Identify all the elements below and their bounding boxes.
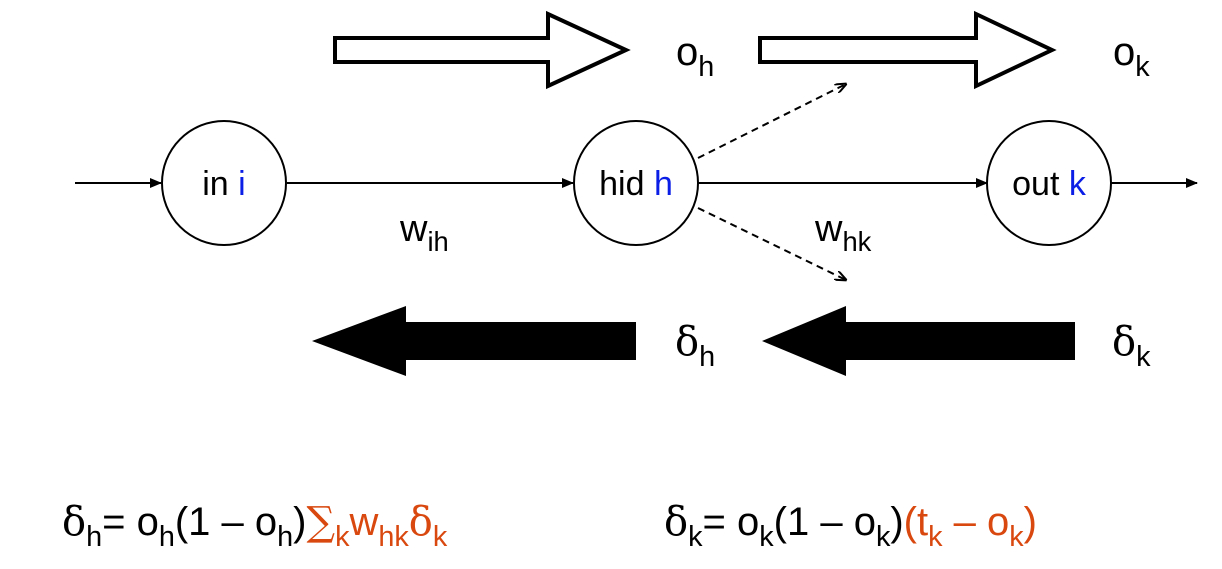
eq1-o: o xyxy=(136,500,159,544)
backward-arrow-hidden xyxy=(312,306,636,376)
ok-sub: k xyxy=(1135,50,1150,83)
input-node-var: i xyxy=(238,165,246,203)
weight-ih-sub: ih xyxy=(427,226,449,258)
delta-k-label: δk xyxy=(1112,319,1151,371)
eq1-equals: = xyxy=(102,500,126,544)
input-node xyxy=(161,120,287,246)
eq2-lhs-sub: k xyxy=(688,520,703,553)
eq2-o: o xyxy=(736,500,760,544)
eq1-lhs-sub: h xyxy=(86,520,103,553)
delta-h-base: δ xyxy=(675,319,700,365)
hidden-delta-equation: δh= oh(1 – oh)∑kwhkδk xyxy=(62,499,447,551)
hidden-node-prefix: hid xyxy=(599,165,645,203)
weight-hk-label: whk xyxy=(815,208,871,256)
hidden-node-var: h xyxy=(653,165,673,203)
eq2-close2: ) xyxy=(1023,500,1037,544)
eq2-o3-sub: k xyxy=(1009,520,1024,553)
eq1-o2: o xyxy=(254,500,278,544)
input-node-prefix: in xyxy=(202,165,229,203)
eq1-o-sub: h xyxy=(158,520,175,553)
weight-ih-label: wih xyxy=(400,208,449,256)
eq1-delta: δ xyxy=(408,499,433,545)
dashed-edge-down xyxy=(697,207,846,280)
dashed-edge-up xyxy=(697,84,846,159)
eq1-w-sub: hk xyxy=(378,520,409,553)
output-node xyxy=(986,120,1112,246)
eq2-o3: o xyxy=(987,500,1010,544)
delta-h-label: δh xyxy=(675,319,715,371)
eq1-lhs: δ xyxy=(62,499,87,545)
eq2-equals: = xyxy=(702,500,726,544)
eq1-delta-sub: k xyxy=(432,520,448,553)
weight-ih-base: w xyxy=(400,208,428,250)
eq1-mid: (1 – xyxy=(174,500,255,544)
output-node-label: out k xyxy=(989,167,1109,201)
forward-arrow-output xyxy=(758,10,1057,90)
eq1-sum-sub: k xyxy=(335,520,350,553)
delta-k-sub: k xyxy=(1136,340,1151,373)
eq2-open2: ( xyxy=(903,500,917,544)
output-node-prefix: out xyxy=(1012,165,1060,203)
eq2-o-sub: k xyxy=(759,520,774,553)
output-oh-label: oh xyxy=(676,30,714,81)
delta-k-base: δ xyxy=(1112,319,1137,365)
eq2-o2-sub: k xyxy=(875,520,891,553)
eq2-close: ) xyxy=(890,500,904,544)
eq1-o2-sub: h xyxy=(277,520,294,553)
hidden-node xyxy=(573,120,699,246)
eq1-sum: ∑ xyxy=(306,499,336,545)
weight-hk-sub: hk xyxy=(842,226,872,258)
eq2-o2: o xyxy=(853,500,876,544)
delta-h-sub: h xyxy=(699,340,716,373)
eq2-mid: (1 – xyxy=(773,500,854,544)
hidden-node-label: hid h xyxy=(576,167,696,201)
backward-arrow-output xyxy=(762,306,1075,376)
eq2-minus: – xyxy=(942,500,988,544)
eq2-lhs: δ xyxy=(664,499,689,545)
oh-base: o xyxy=(676,30,699,74)
eq1-w: w xyxy=(349,500,379,544)
ok-base: o xyxy=(1113,30,1136,74)
forward-arrow-hidden xyxy=(333,10,631,90)
eq1-close: ) xyxy=(293,500,307,544)
output-node-var: k xyxy=(1068,165,1086,203)
input-node-label: in i xyxy=(164,167,284,201)
weight-hk-base: w xyxy=(815,208,843,250)
eq2-t-sub: k xyxy=(928,520,943,553)
oh-sub: h xyxy=(698,50,715,83)
output-delta-equation: δk= ok(1 – ok)(tk – ok) xyxy=(664,499,1037,551)
eq2-t: t xyxy=(917,500,929,544)
output-ok-label: ok xyxy=(1113,30,1150,81)
